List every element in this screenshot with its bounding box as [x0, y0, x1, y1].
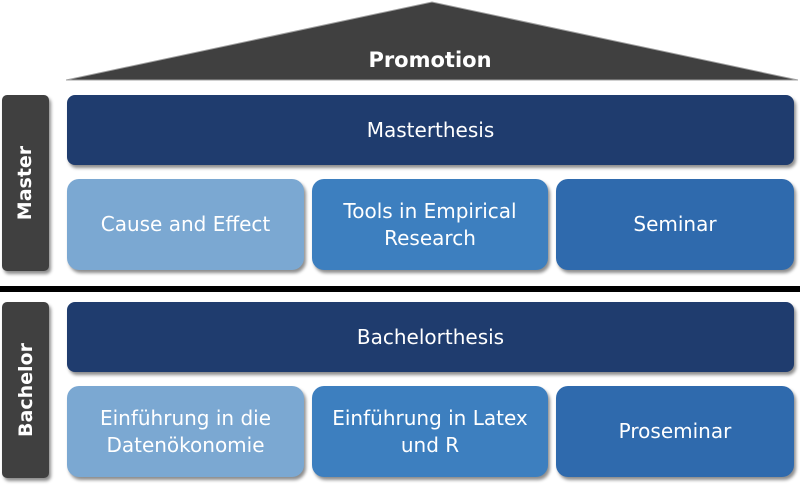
level-divider: [0, 286, 800, 292]
bachelor-side-label: Bachelor: [2, 302, 49, 478]
promotion-roof: [66, 1, 798, 81]
course-proseminar: Proseminar: [556, 386, 794, 477]
promotion-label: Promotion: [368, 48, 492, 72]
course-einfuehrung-datenoekonomie: Einführung in die Datenökonomie: [67, 386, 304, 477]
course-tools-empirical-research: Tools in Empirical Research: [312, 179, 548, 270]
masterthesis-bar: Masterthesis: [67, 95, 794, 165]
bachelorthesis-bar: Bachelorthesis: [67, 302, 794, 372]
course-seminar: Seminar: [556, 179, 794, 270]
course-cause-and-effect: Cause and Effect: [67, 179, 304, 270]
master-label-text: Master: [14, 145, 37, 221]
bachelor-label-text: Bachelor: [14, 343, 37, 437]
course-einfuehrung-latex-r: Einführung in Latex und R: [312, 386, 548, 477]
master-side-label: Master: [2, 95, 49, 271]
